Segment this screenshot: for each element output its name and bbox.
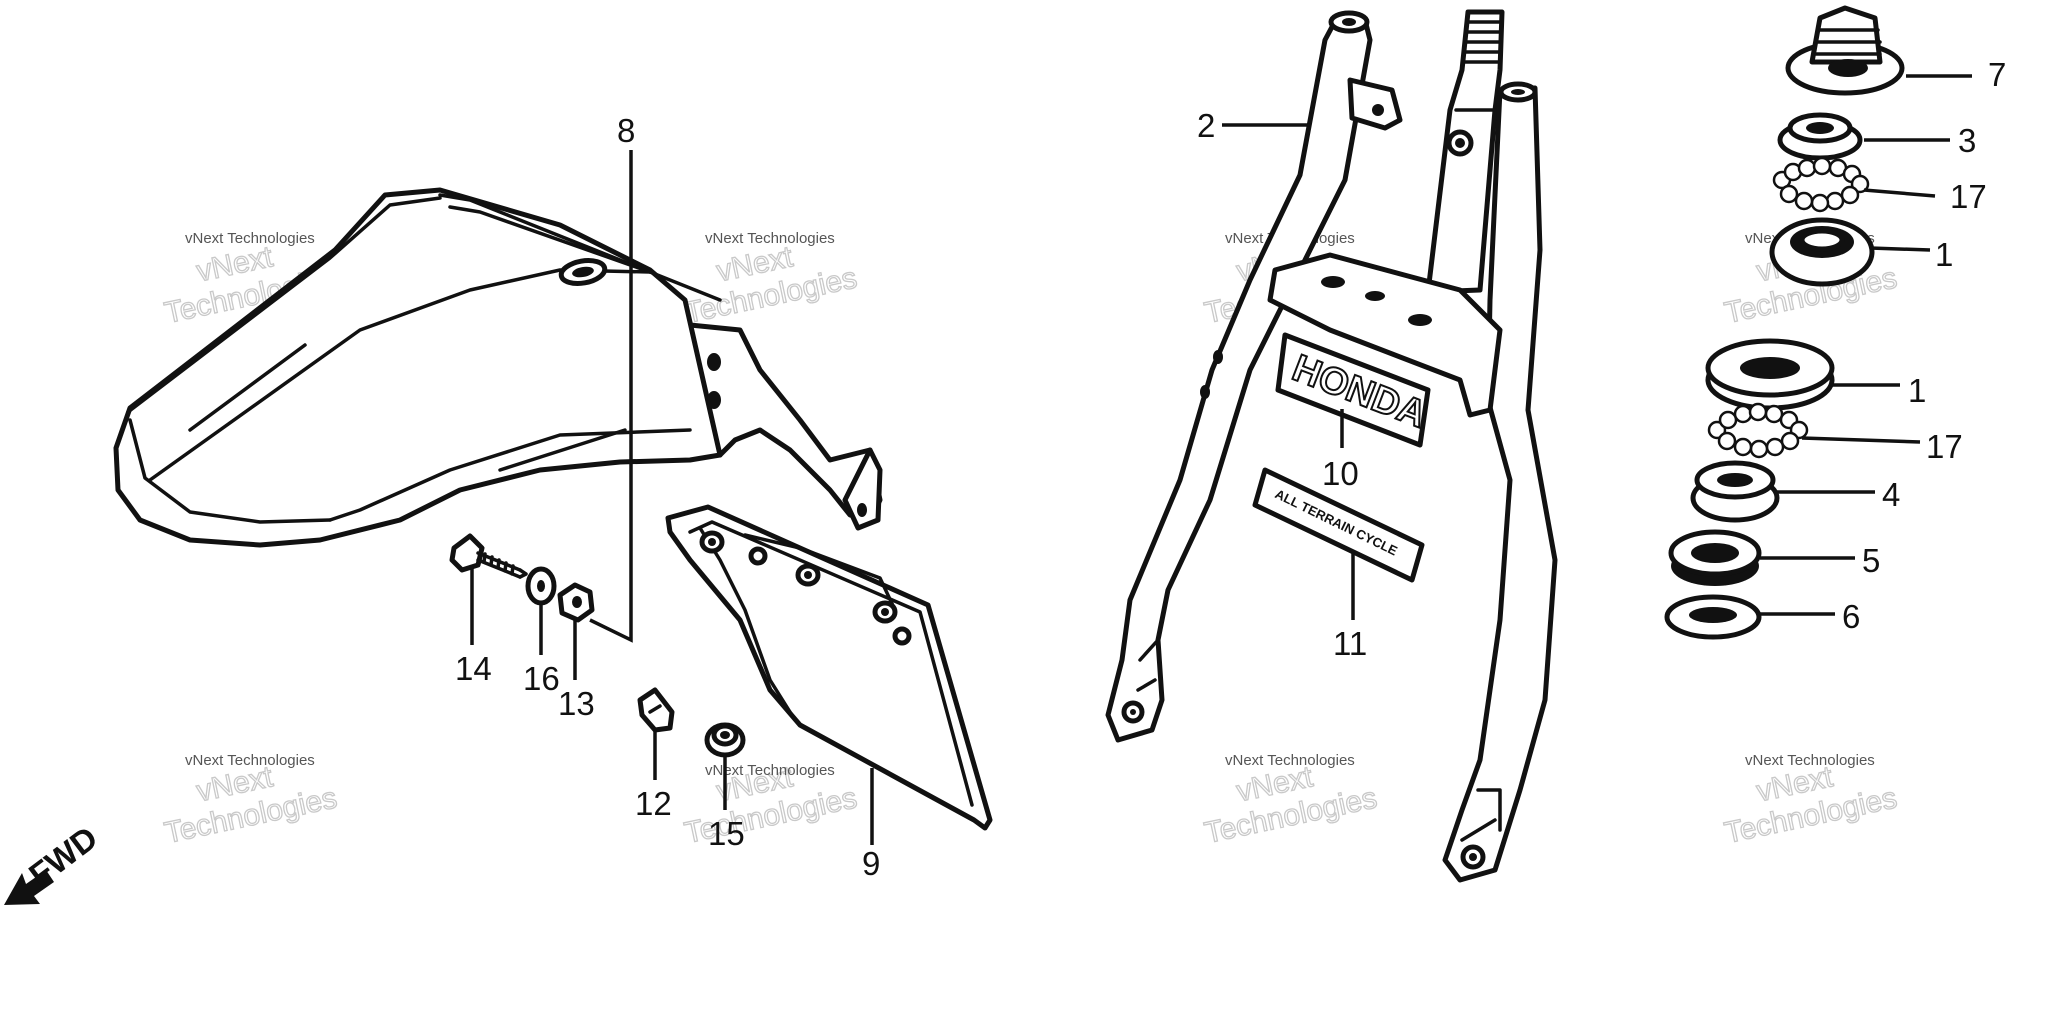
callout-1: 1 [1935,236,1953,273]
callout-7: 7 [1988,56,2006,93]
callout-2: 2 [1197,107,1215,144]
callout-1: 1 [1908,372,1926,409]
watermark-small: vNext Technologies [185,230,315,247]
steel-balls-17-bottom[interactable] [1707,402,1809,459]
number-plate[interactable] [665,504,993,831]
front-fork[interactable] [1105,9,1558,883]
bolt-14[interactable] [449,533,528,579]
watermark-small: vNext Technologies [705,230,835,247]
callout-11: 11 [1333,625,1367,662]
callout-5: 5 [1862,542,1880,579]
callout-3: 3 [1958,122,1976,159]
callout-4: 4 [1882,476,1900,513]
leader-lines [470,74,1972,845]
dust-seal-5[interactable] [1668,529,1762,586]
watermark-small: vNext Technologies [705,762,835,779]
callout-8: 8 [617,112,635,149]
steel-balls-17-top[interactable] [1772,156,1870,213]
watermark-small: vNext Technologies [1745,752,1875,769]
grommet-15[interactable] [704,722,746,758]
stem-nut-7[interactable] [1785,5,1905,96]
nut-13[interactable] [557,582,595,623]
callout-9: 9 [862,845,880,882]
callout-16: 16 [523,660,560,697]
plate-bolt [699,530,912,646]
fwd-arrow: FWD [4,819,104,905]
watermark-small: vNext Technologies [1225,752,1355,769]
callout-17: 17 [1926,428,1963,465]
washer-16[interactable] [525,566,557,606]
callout-12: 12 [635,785,672,822]
callout-10: 10 [1322,455,1359,492]
callout-6: 6 [1842,598,1860,635]
washer-6[interactable] [1664,594,1762,640]
watermark-small: vNext Technologies [185,752,315,769]
callout-14: 14 [455,650,492,687]
cone-race-3[interactable] [1777,112,1863,161]
callout-15: 15 [708,815,745,852]
ball-race-1-top[interactable] [1769,217,1875,287]
clip-nut-12[interactable] [637,687,675,733]
callout-17: 17 [1950,178,1987,215]
callouts: 7 3 17 1 1 17 4 5 6 2 10 11 8 9 14 16 13… [455,56,2006,882]
cone-race-4[interactable] [1690,460,1780,523]
callout-13: 13 [558,685,595,722]
front-fender[interactable] [113,187,883,548]
ball-race-1-bottom[interactable] [1705,338,1835,411]
